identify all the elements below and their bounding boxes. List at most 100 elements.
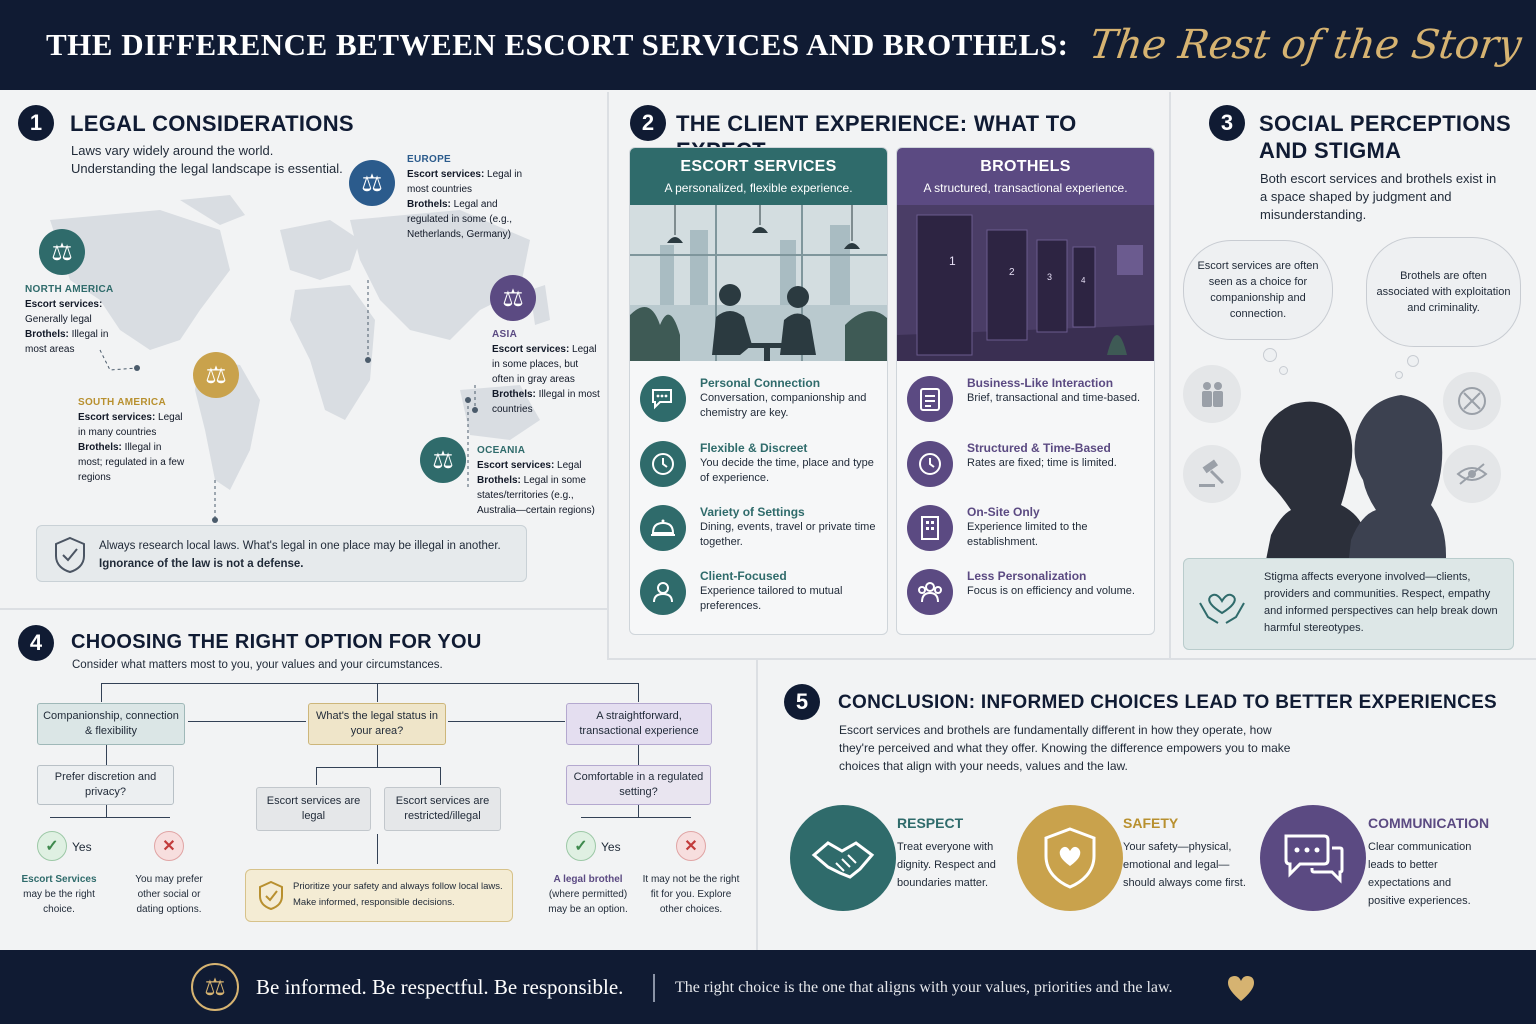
clock-icon [640,441,686,487]
social-note: Stigma affects everyone involved—clients… [1183,558,1514,650]
social-intro: Both escort services and brothels exist … [1260,171,1497,222]
silhouettes-illustration [1259,395,1446,585]
region-europe: EUROPE Escort services: Legal in most co… [407,154,523,240]
brothel-card-subtitle: A structured, transactional experience. [923,181,1128,195]
gavel-icon [1183,445,1241,503]
chat-bubble-icon [640,376,686,422]
feature-title: Variety of Settings [700,505,805,519]
thought-dot [1395,371,1403,379]
flow-connector [638,683,639,702]
shield-heart-icon [1017,805,1123,911]
scales-icon: ⚖ [39,229,85,275]
section-number: 4 [18,625,54,661]
scales-icon: ⚖ [420,437,466,483]
outcome-escort: Escort Services may be the right choice. [21,874,97,915]
section-number: 5 [784,684,820,720]
section-number: 1 [18,105,54,141]
feature-description: Focus is on efficiency and volume. [967,585,1135,597]
flow-connector [101,683,102,702]
divider [0,608,607,610]
flow-connector [448,721,565,722]
flow-connector [440,767,441,785]
user-icon [640,569,686,615]
flow-connector [377,834,378,864]
outcome-other-options: You may prefer other social or dating op… [135,874,203,915]
header-banner: THE DIFFERENCE BETWEEN ESCORT SERVICES A… [0,0,1536,90]
section-title: CONCLUSION: INFORMED CHOICES LEAD TO BET… [838,692,1498,713]
thought-bubble-escort: Escort services are often seen as a choi… [1183,240,1333,340]
flow-companionship: Companionship, connection & flexibility [37,703,185,745]
svg-text:4: 4 [1081,276,1086,285]
safety-note: Prioritize your safety and always follow… [245,869,513,922]
social-section: 3 SOCIAL PERCEPTIONS AND STIGMA Both esc… [1171,90,1536,658]
footer-banner: ⚖ Be informed. Be respectful. Be respons… [0,950,1536,1024]
clock-icon [907,441,953,487]
flow-connector [316,767,440,768]
flow-regulated-question: Comfortable in a regulated setting? [566,765,711,805]
scales-icon: ⚖ [349,160,395,206]
legal-intro-2: Understanding the legal landscape is ess… [71,161,343,176]
flow-discretion-question: Prefer discretion and privacy? [37,765,174,805]
brothel-card-header: BROTHELS A structured, transactional exp… [897,148,1154,205]
flow-connector [377,743,378,767]
heart-icon [1228,976,1254,1001]
social-note-text: Stigma affects everyone involved—clients… [1264,571,1498,634]
client-section: 2 THE CLIENT EXPERIENCE: WHAT TO EXPECT … [609,90,1169,658]
flow-connector [188,721,306,722]
check-icon: ✓ [566,831,596,861]
page-subtitle: The Rest of the Story [1087,22,1525,68]
section-number: 2 [630,105,666,141]
outcome-not-fit: It may not be the right fit for you. Exp… [642,874,740,915]
feature-title: Structured & Time-Based [967,441,1111,455]
section-number: 3 [1209,105,1245,141]
section-title: CHOOSING THE RIGHT OPTION FOR YOU [71,631,482,653]
page-title: THE DIFFERENCE BETWEEN ESCORT SERVICES A… [46,27,1069,62]
no-people-icon [1443,372,1501,430]
section-title: LEGAL CONSIDERATIONS [70,111,354,136]
safety-note-text-2: Make informed, responsible decisions. [293,897,455,908]
chat-bubbles-icon [1260,805,1366,911]
escort-card-header: ESCORT SERVICES A personalized, flexible… [630,148,887,205]
escort-card-title: ESCORT SERVICES [680,158,837,175]
legal-note-text-2: Ignorance of the law is not a defense. [99,558,304,570]
legal-note: Always research local laws. What's legal… [36,525,527,582]
divider [756,660,758,950]
hallway-doors-illustration: 1 2 3 4 [897,205,1154,361]
svg-text:1: 1 [949,254,956,268]
feature-description: Rates are fixed; time is limited. [967,457,1117,469]
feature-title: Business-Like Interaction [967,376,1114,390]
yes-label: Yes [601,840,621,854]
region-north-america: NORTH AMERICA Escort services: Generally… [25,284,114,355]
thought-dot [1407,355,1419,367]
section-title-line-1: SOCIAL PERCEPTIONS [1259,111,1511,136]
eye-slash-icon [1443,445,1501,503]
feature-description: You decide the time, place and type of e… [700,457,874,484]
feature-description: Experience limited to the establishment. [967,521,1088,548]
feature-title: Flexible & Discreet [700,441,808,455]
region-south-america: SOUTH AMERICA Escort services: Legal in … [78,397,185,483]
x-icon: ✕ [676,831,706,861]
flow-connector [581,817,691,818]
x-icon: ✕ [154,831,184,861]
feature-title: Personal Connection [700,376,821,390]
shield-check-icon [55,536,85,574]
flow-connector [638,743,639,765]
legal-section: 1 LEGAL CONSIDERATIONS Laws vary widely … [0,90,607,608]
scales-icon: ⚖ [191,963,239,1011]
flow-escort-restricted: Escort services are restricted/illegal [384,787,501,831]
divider [1169,92,1171,658]
divider [607,92,609,658]
conclusion-text: Escort services and brothels are fundame… [839,723,1291,773]
clipboard-icon [907,376,953,422]
brothel-card-title: BROTHELS [980,158,1071,175]
thought-bubble-brothel: Brothels are often associated with explo… [1366,237,1521,347]
